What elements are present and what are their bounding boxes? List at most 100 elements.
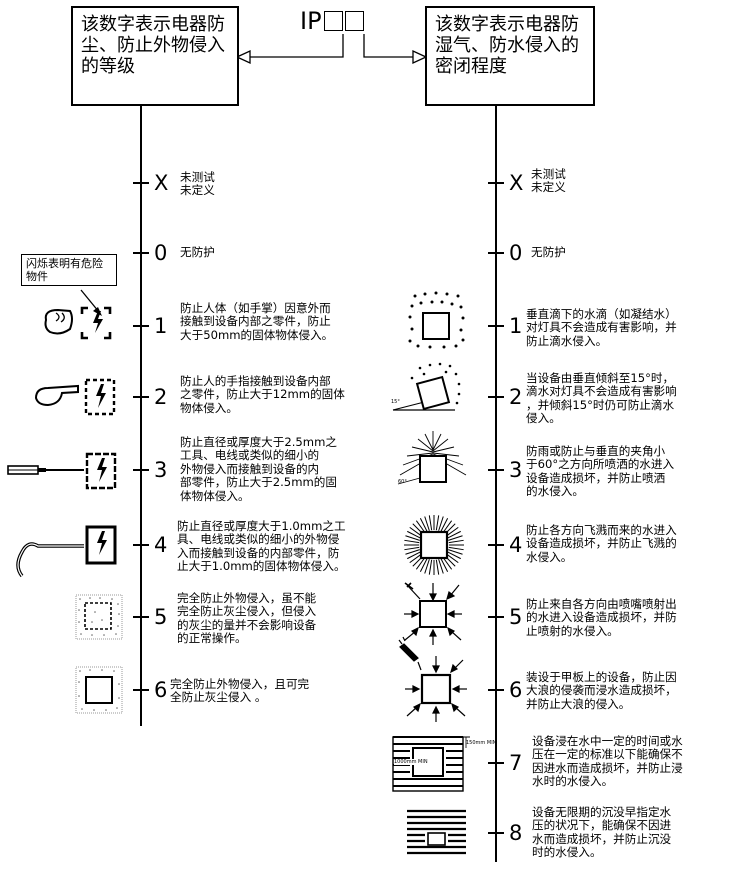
electric-hazard-icon: [80, 306, 112, 340]
left-level-num-2: 2: [154, 385, 168, 409]
right-level-num-5: 5: [509, 605, 523, 629]
left-level-num-0: 0: [154, 241, 168, 265]
hazard-callout: 闪烁表明有危险物件: [21, 254, 117, 286]
right-level-num-7: 7: [509, 751, 523, 775]
depth-top-label: 150mm MIN: [466, 740, 497, 746]
second-digit-square: [344, 11, 364, 31]
left-level-desc-6: 完全防止外物侵入，且可完全防止灰尘侵入 。: [170, 677, 310, 705]
right-level-desc-x: 未测试未定义: [531, 167, 566, 195]
splash-ray: [448, 539, 464, 544]
submersion-icon: [407, 809, 466, 855]
solid-protection-box: 该数字表示电器防尘、防止外物侵入的等级: [71, 6, 239, 106]
left-level-desc-1: 防止人体（如手掌）因意外而接触到设备内部之零件，防止大于50mm的固体物体侵入。: [180, 301, 334, 342]
splash-ray: [448, 546, 464, 551]
splash-ray: [440, 518, 449, 532]
splash-ray: [415, 556, 426, 570]
electric-hazard-icon: [84, 378, 116, 416]
tilt-angle-label: 15°: [391, 399, 400, 405]
splash-ray: [445, 526, 459, 537]
right-level-num-4: 4: [509, 533, 523, 557]
water-protection-box-text: 该数字表示电器防湿气、防水侵入的密闭程度: [435, 14, 579, 77]
ip-prefix: IP: [300, 7, 322, 35]
left-level-desc-5: 完全防止外物侵入，虽不能完全防止灰尘侵入，但侵入的灰尘的量并不会影响设备的正常操…: [177, 591, 317, 646]
left-level-desc-3: 防止直径或厚度大于2.5mm之工具、电线或类似的细小的外物侵入而接触到设备的内部…: [180, 435, 337, 503]
splash-ray: [405, 535, 420, 541]
splash-ray: [424, 559, 430, 574]
right-level-num-2: 2: [509, 385, 523, 409]
ip-code-title: IP: [300, 8, 364, 34]
splash-ray: [442, 556, 453, 570]
spray-angle-label: 60°: [398, 479, 407, 485]
splash-ray: [415, 520, 426, 534]
splash-ray: [409, 553, 423, 564]
splash-ray: [405, 549, 420, 555]
splash-ray: [438, 559, 444, 574]
water-protection-box: 该数字表示电器防湿气、防水侵入的密闭程度: [425, 6, 595, 106]
right-level-num-6: 6: [509, 678, 523, 702]
right-level-desc-5: 防止来自各方向由喷嘴喷射出的水进入设备造成损坏，并防止喷射的水侵入。: [526, 597, 677, 638]
tilted-drip-icon: [392, 362, 461, 411]
splashing-water-icon: [404, 515, 464, 575]
first-digit-square: [323, 11, 343, 31]
dust-protected-icon: [75, 594, 123, 640]
left-level-num-1: 1: [154, 314, 168, 338]
right-level-desc-8: 设备无限期的沉没早指定水压的状况下，能确保不因进水而造成损坏，并防止沉没时的水侵…: [532, 805, 672, 860]
splash-ray: [428, 559, 433, 575]
splash-ray: [440, 558, 449, 572]
splash-ray: [435, 559, 440, 575]
immersion-icon: [392, 736, 470, 792]
left-level-num-6: 6: [154, 678, 168, 702]
right-level-desc-0: 无防护: [531, 245, 566, 259]
splash-ray: [435, 515, 440, 531]
splash-ray: [409, 526, 423, 537]
depth-side-label: 1000mm MIN: [394, 759, 428, 765]
right-level-num-0: 0: [509, 241, 523, 265]
right-level-num-8: 8: [509, 821, 523, 845]
splash-ray: [438, 516, 444, 531]
solid-protection-box-text: 该数字表示电器防尘、防止外物侵入的等级: [81, 14, 225, 77]
dust-tight-icon: [75, 666, 123, 714]
right-level-desc-3: 防雨或防止与垂直的夹角小于60°之方向所喷洒的水进入设备造成损坏，并防止喷洒的水…: [526, 444, 675, 499]
left-level-desc-x: 未测试未定义: [180, 170, 215, 198]
left-level-num-3: 3: [154, 458, 168, 482]
splash-ray: [404, 546, 420, 551]
splash-ray: [407, 530, 421, 539]
finger-icon: [34, 384, 79, 407]
left-level-desc-2: 防止人的手指接触到设备内部之零件，防止大于12mm的固体物体侵入。: [180, 374, 345, 415]
right-level-desc-4: 防止各方向飞溅而来的水进入设备造成损坏，并防止飞溅的水侵入。: [526, 523, 677, 564]
left-level-desc-4: 防止直径或厚度大于1.0mm之工具、电线或类似的细小的外物侵入而接触到设备的内部…: [177, 519, 346, 574]
hand-icon: [44, 308, 73, 335]
splash-ray: [448, 549, 463, 555]
tool-icon: [7, 465, 84, 475]
right-level-desc-2: 当设备由垂直倾斜至15°时，滴水对灯具不会造成有害影响，并倾斜15°时仍可防止滴…: [526, 371, 677, 426]
splash-ray: [447, 530, 461, 539]
right-level-num-1: 1: [509, 314, 523, 338]
right-level-desc-6: 装设于甲板上的设备，防止因大浪的侵袭而浸水造成损坏，并防止大浪的侵入。: [526, 670, 677, 711]
splash-ray: [445, 553, 459, 564]
water-jet-icon: [404, 582, 462, 645]
splash-ray: [447, 551, 461, 560]
electric-hazard-icon: [85, 452, 117, 490]
left-level-num-4: 4: [154, 533, 168, 557]
splash-ray: [424, 516, 430, 531]
splash-ray: [404, 539, 420, 544]
splash-ray: [419, 518, 428, 532]
splash-ray: [419, 558, 428, 572]
left-level-desc-0: 无防护: [180, 245, 215, 259]
right-level-num-x: X: [509, 171, 524, 195]
right-level-desc-1: 垂直滴下的水滴（如凝结水）对灯具不会造成有害影响，并防止滴水侵入。: [526, 307, 677, 348]
splash-ray: [407, 551, 421, 560]
wire-icon: [16, 542, 84, 578]
splash-ray: [448, 535, 463, 541]
left-level-num-x: X: [154, 171, 169, 195]
spraying-water-icon: [397, 431, 467, 485]
splash-ray: [428, 515, 433, 531]
powerful-jet-icon: [398, 636, 467, 722]
right-level-desc-7: 设备浸在水中一定的时间或水压在一定的标准以下能确保不因进水而造成损坏，并防止浸水…: [532, 734, 683, 789]
dripping-water-icon: [408, 291, 465, 349]
right-level-num-3: 3: [509, 458, 523, 482]
splash-ray: [442, 520, 453, 534]
left-level-num-5: 5: [154, 605, 168, 629]
electric-hazard-icon: [85, 525, 117, 565]
